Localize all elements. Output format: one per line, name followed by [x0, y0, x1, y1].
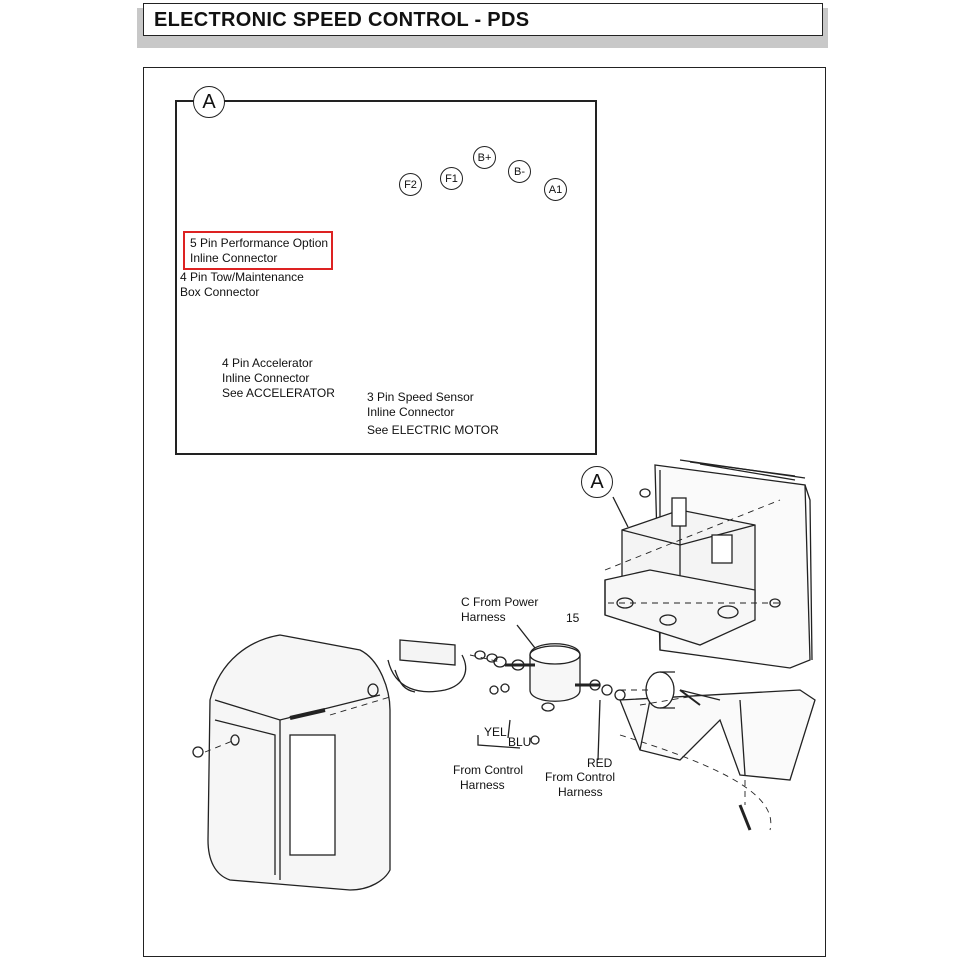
alignment-lines	[204, 499, 781, 831]
diagram-frame	[143, 67, 826, 957]
yel-wire-label: YEL	[484, 725, 507, 739]
main-cover	[192, 634, 391, 891]
detail-inset	[175, 100, 597, 455]
terminal-b-plus: B+	[473, 146, 496, 169]
speed-sensor-label-line3: See ELECTRIC MOTOR	[367, 423, 499, 437]
control-harness-label-line2: Harness	[460, 778, 505, 792]
accelerator-connector-label-line3: See ACCELERATOR	[222, 386, 335, 400]
red-wire-label: RED	[587, 756, 613, 770]
speed-sensor-label-line1: 3 Pin Speed Sensor	[367, 390, 474, 404]
torque-value: 15	[566, 611, 580, 625]
accelerator-connector-label-line2: Inline Connector	[222, 371, 310, 385]
main-inline-module	[387, 639, 467, 693]
main-capacitor	[645, 671, 675, 709]
main-solenoid	[505, 643, 600, 712]
main-callout-a: A	[581, 466, 613, 498]
red-control-harness-label-line1: From Control	[545, 770, 616, 784]
power-harness-label-line2: Harness	[461, 610, 506, 624]
title-bar: ELECTRONIC SPEED CONTROL - PDS	[143, 3, 823, 36]
terminal-f2: F2	[399, 173, 422, 196]
control-harness-label-line1: From Control	[453, 763, 524, 777]
speed-sensor-label-line2: Inline Connector	[367, 405, 455, 419]
main-base-plate	[619, 689, 816, 781]
page-title: ELECTRONIC SPEED CONTROL - PDS	[154, 9, 530, 31]
blu-wire-label: BLU	[508, 735, 532, 749]
detail-callout-a: A	[193, 86, 225, 118]
terminal-f1: F1	[440, 167, 463, 190]
terminal-b-minus: B-	[508, 160, 531, 183]
terminal-a1: A1	[544, 178, 567, 201]
performance-connector-highlight	[183, 231, 333, 270]
red-control-harness-label-line2: Harness	[558, 785, 603, 799]
performance-connector-label-line2: Inline Connector	[190, 251, 278, 265]
performance-connector-label-line1: 5 Pin Performance Option	[190, 236, 329, 250]
tow-connector-label-line1: 4 Pin Tow/Maintenance	[180, 270, 304, 284]
power-harness-label-line1: C From Power	[461, 595, 539, 609]
tow-connector-label-line2: Box Connector	[180, 285, 260, 299]
accelerator-connector-label-line1: 4 Pin Accelerator	[222, 356, 313, 370]
